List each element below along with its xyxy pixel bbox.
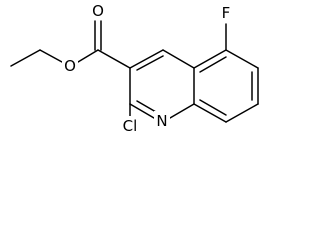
bond-n-c2-inner bbox=[136, 100, 157, 113]
mask-fluorine bbox=[219, 4, 233, 21]
atom-labels: O O F Cl N bbox=[62, 2, 233, 135]
bonds bbox=[10, 20, 259, 123]
bond-c5-c6 bbox=[225, 49, 259, 69]
bond-c8-c8a bbox=[193, 103, 227, 123]
mask-chlorine bbox=[117, 116, 143, 134]
chlorine-label: Cl bbox=[123, 117, 138, 135]
bond-c4-c4a bbox=[162, 49, 195, 69]
bond-ch2-o bbox=[39, 49, 63, 63]
bond-c4a-c5-inner bbox=[199, 56, 227, 73]
bond-carbonyl-c3 bbox=[97, 49, 131, 69]
nitrogen-label: N bbox=[156, 112, 167, 130]
quinoline-ester-structure: O O F Cl N bbox=[10, 2, 259, 135]
oxygen-carbonyl-label: O bbox=[92, 2, 104, 20]
bond-c8a-n bbox=[169, 103, 195, 119]
bond-c3-c4 bbox=[129, 49, 164, 69]
bond-ch3-ch2 bbox=[10, 49, 41, 67]
bond-n-c2 bbox=[129, 103, 155, 119]
oxygen-ester-label: O bbox=[64, 57, 76, 75]
fluorine-label: F bbox=[222, 4, 231, 22]
mask-oxygen-ester bbox=[62, 57, 78, 74]
bond-c3-c4-inner bbox=[136, 55, 164, 71]
bond-c7-c8 bbox=[225, 103, 259, 123]
bond-o-carbonyl-c bbox=[77, 49, 99, 63]
mask-nitrogen bbox=[154, 111, 170, 129]
mask-oxygen-carbonyl bbox=[90, 2, 106, 19]
bond-c8-c8a-inner bbox=[199, 99, 227, 116]
bond-c4a-c5 bbox=[193, 49, 227, 69]
